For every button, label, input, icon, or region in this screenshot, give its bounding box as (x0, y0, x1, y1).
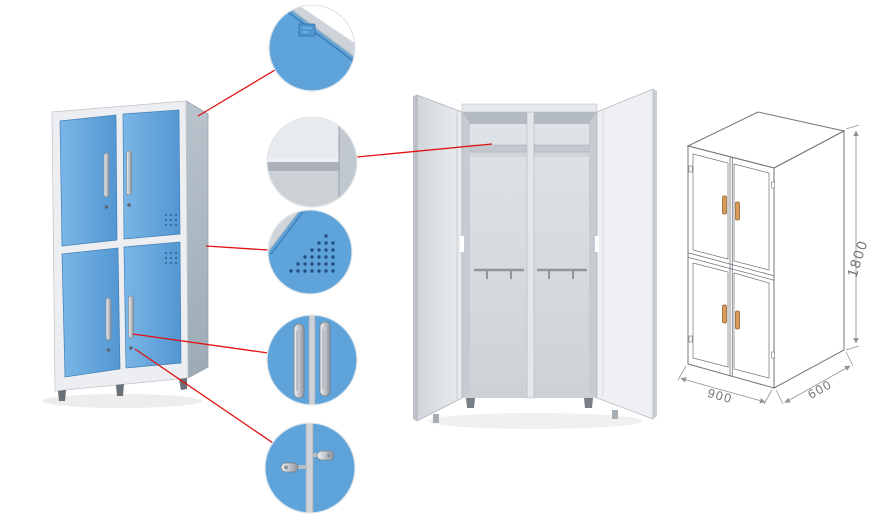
open-door-right (596, 88, 654, 420)
door-bottom-right (123, 241, 182, 369)
callout-top-corner (268, 4, 356, 92)
hanging-rod-left (474, 268, 524, 279)
door-top-right (122, 109, 181, 240)
vent-holes-upper (165, 214, 177, 226)
right-door-edge (653, 89, 657, 419)
handle-left-large (293, 323, 305, 399)
shelf-shadow-right (534, 152, 589, 157)
cam-lock-left (280, 462, 307, 473)
sketch-front-face (687, 145, 775, 389)
shelf-right (533, 144, 590, 153)
shelf-shadow-left (470, 152, 527, 157)
sketch-handles (722, 195, 740, 330)
dimension-width-label: 900 (706, 386, 734, 406)
open-locker-shadow (427, 413, 643, 429)
dimension-height-label: 1800 (845, 238, 872, 279)
open-door-left (416, 94, 463, 422)
connector-vents (205, 245, 269, 251)
dimension-line-depth (784, 365, 851, 403)
hanging-rod-right (537, 268, 587, 279)
callout-cam-locks (264, 422, 356, 514)
left-door-edge (413, 95, 417, 421)
door-handles (103, 150, 134, 341)
door-gap-strip-2 (306, 423, 313, 513)
open-locker-feet (466, 398, 593, 408)
shelf-left (469, 144, 528, 153)
locker-side-panel (185, 100, 209, 379)
sketch-side-face (773, 130, 845, 389)
sketch-door-gaps (687, 156, 775, 377)
right-door-latch (612, 410, 618, 419)
vent-hole-dots (289, 234, 335, 273)
shelf-front-edge (267, 162, 357, 171)
connector-handles (132, 333, 269, 354)
dimension-depth-label: 600 (806, 377, 835, 402)
open-locker-left-wall (462, 112, 470, 398)
door-gap-strip (309, 315, 315, 405)
door-top-left (59, 114, 118, 247)
connector-top-corner (197, 69, 276, 117)
open-locker (413, 88, 657, 429)
dimension-line-width (680, 377, 766, 404)
handle-right-large (319, 321, 331, 397)
center-divider (526, 111, 535, 399)
dimension-annotations (677, 124, 860, 405)
callout-vent-holes (267, 209, 353, 295)
open-locker-top-rail (461, 103, 598, 113)
cam-lock-right (312, 450, 335, 461)
vent-holes-lower (165, 252, 177, 264)
left-door-latch (433, 414, 439, 423)
locker-shadow (42, 394, 202, 408)
wireframe-sketch (686, 111, 846, 389)
sketch-door-frames (692, 153, 770, 379)
open-locker-right-wall (589, 112, 597, 398)
callout-interior-shelf (266, 116, 358, 208)
label-plate (298, 23, 316, 37)
callout-connector-lines (132, 69, 493, 444)
connector-shelf (356, 143, 493, 158)
shelf-top-surface (267, 158, 357, 162)
right-side-notch (595, 236, 599, 252)
lock-keyholes (104, 203, 133, 352)
connector-locks (134, 348, 274, 444)
left-side-notch (460, 236, 464, 252)
closed-locker (42, 100, 210, 408)
sketch-hinges (688, 165, 776, 359)
door-bottom-left (61, 247, 121, 378)
callout-door-handles (266, 314, 358, 406)
